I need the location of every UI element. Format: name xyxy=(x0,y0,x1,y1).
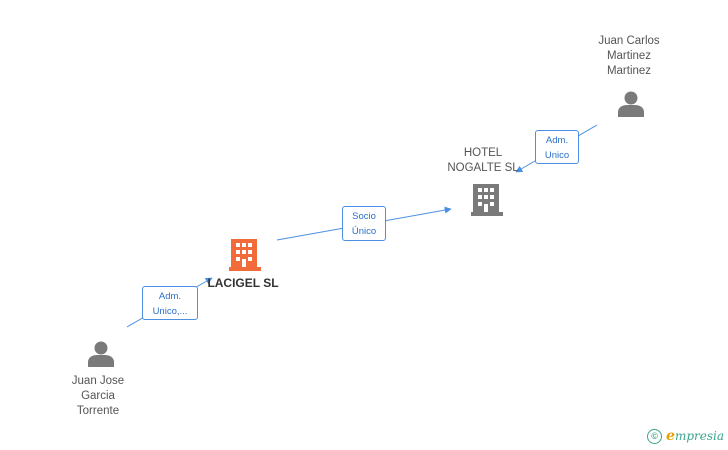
person-icon[interactable] xyxy=(616,89,646,119)
copyright-icon: © xyxy=(647,428,663,444)
edge-label-jc-to-hotel[interactable]: Adm. Unico xyxy=(535,130,579,164)
brand-watermark: © empresia xyxy=(647,428,724,444)
edge-label-lacigel-to-hotel[interactable]: Socio Único xyxy=(342,206,386,241)
node-label-hotel[interactable]: HOTEL NOGALTE SL xyxy=(447,147,519,174)
node-label-juan-jose[interactable]: Juan Jose Garcia Torrente xyxy=(71,375,125,417)
building-icon-main[interactable] xyxy=(229,237,261,271)
brand-name: empresia xyxy=(666,428,724,444)
edge-label-jj-to-lacigel[interactable]: Adm. Unico,... xyxy=(142,286,198,320)
building-icon[interactable] xyxy=(471,182,503,216)
person-icon[interactable] xyxy=(86,339,116,369)
node-label-juan-carlos[interactable]: Juan Carlos Martinez Martinez xyxy=(598,35,660,77)
node-label-lacigel[interactable]: LACIGEL SL xyxy=(207,276,279,290)
